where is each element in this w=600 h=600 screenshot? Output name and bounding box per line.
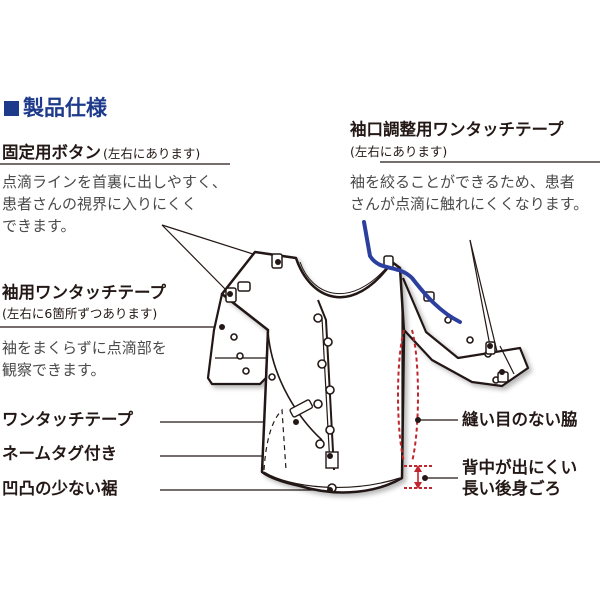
name-tag-label: ネームタグ付き xyxy=(2,444,118,463)
seamless-side-label: 縫い目のない脇 xyxy=(462,410,578,429)
sleeve-tape-description: 袖をまくらずに点滴部を観察できます。 xyxy=(2,339,167,379)
back-body-label: 背中が出にくい長い後身ごろ xyxy=(462,458,578,498)
sleeve-tape-note: (左右に6箇所ずつあります) xyxy=(2,306,158,321)
buttons xyxy=(230,313,500,493)
fixed-button-description: 点滴ラインを首裏に出しやすく、患者さんの視界に入りにくくできます。 xyxy=(2,173,227,235)
leader-dots xyxy=(219,259,505,493)
cuff-tape-note: (左右にあります) xyxy=(350,144,448,159)
seamless-side-marker xyxy=(397,329,405,463)
title-square-icon xyxy=(4,101,19,116)
back-length-marker xyxy=(404,465,432,489)
gown xyxy=(206,250,530,494)
front-tape-tab xyxy=(289,399,314,418)
cuff-tape-heading: 袖口調整用ワンタッチテープ xyxy=(350,120,564,139)
fixed-button-heading: 固定用ボタン(左右にあります) xyxy=(2,143,201,162)
fixed-button-note: (左右にあります) xyxy=(103,146,201,161)
cuff-tape-description: 袖を絞ることができるため、患者さんが点滴に触れにくくなります。 xyxy=(350,173,589,213)
sleeve-tape-heading: 袖用ワンタッチテープ xyxy=(2,283,167,302)
front-tape-label: ワンタッチテープ xyxy=(2,410,134,429)
hem-label: 凹凸の少ない裾 xyxy=(2,479,118,498)
drip-line xyxy=(362,220,462,324)
leader-lines xyxy=(0,161,600,491)
page-title: 製品仕様 xyxy=(4,96,107,121)
